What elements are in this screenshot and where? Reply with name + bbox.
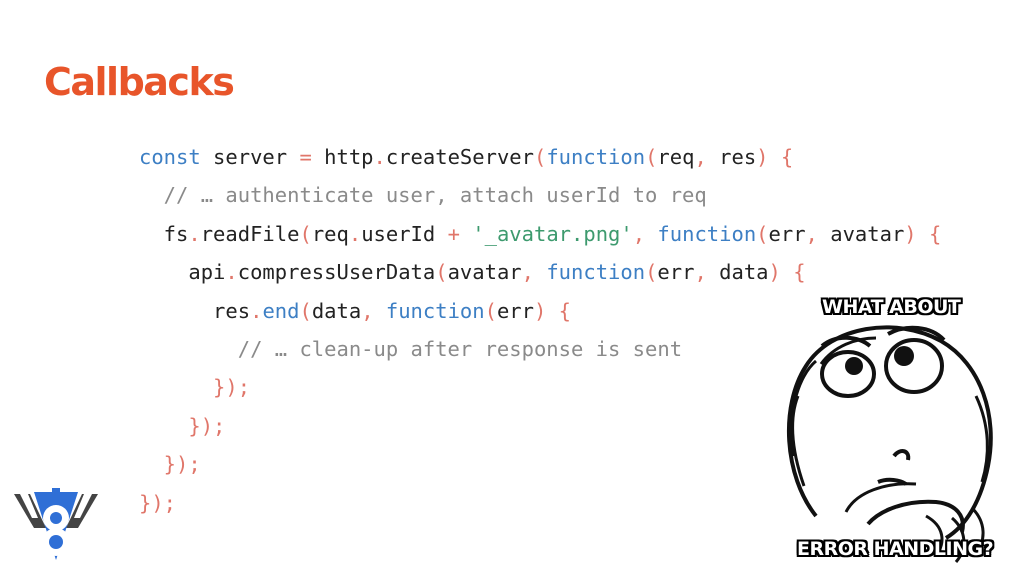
code-token [645,222,657,246]
code-token: , [632,221,646,246]
code-token: = [299,145,312,169]
code-token: . [225,260,238,285]
code-token: userId [361,221,448,246]
code-token: err [496,298,534,323]
code-token: ( [435,260,448,285]
code-token: ) [756,145,769,169]
code-token: , [805,221,818,246]
code-token: readFile [200,221,300,246]
code-token [374,299,386,323]
code-token: . [250,298,263,323]
code-token: res [139,298,251,323]
code-token: data [311,298,362,323]
meme-bottom-caption: ERROR HANDLING? [797,538,994,560]
code-block: const server = http.createServer(functio… [139,138,941,522]
code-token: }); [139,452,201,477]
code-token: err [657,260,695,285]
code-token: }); [139,413,226,438]
code-token: . [373,145,386,169]
code-token: function [657,221,757,246]
code-token: ( [645,260,658,285]
code-line: }); [139,407,941,445]
code-token: compressUserData [237,260,436,285]
code-token: avatar [817,221,905,246]
code-token: req [311,221,349,246]
code-token: function [546,260,646,285]
code-line: api.compressUserData(avatar, function(er… [139,253,941,291]
code-token: . [188,221,201,246]
code-line: fs.readFile(req.userId + '_avatar.png', … [139,215,942,253]
code-token: }); [139,375,251,400]
code-token: res [706,145,757,169]
code-token: ( [299,221,312,246]
meme-top-caption: WHAT ABOUT [822,296,961,318]
code-line: // … clean-up after response is sent [139,330,941,368]
code-token: // … authenticate user, attach userId to… [139,183,707,208]
code-token [534,260,546,284]
code-token: , [694,145,707,169]
code-token: { [780,260,806,285]
code-token: http [311,145,374,169]
code-token: , [521,260,534,285]
code-token: ) [904,221,917,246]
code-token: // … clean-up after response is sent [139,336,683,361]
thinking-face-meme-icon [786,325,993,563]
code-token: , [694,260,707,285]
code-token: ) [768,260,781,285]
code-line: }); [139,368,941,406]
code-token: data [706,260,769,285]
code-token: ( [533,145,547,169]
code-token: ( [299,298,312,323]
v8-logo-icon [14,488,98,560]
code-token: createServer [385,145,534,169]
code-token: { [916,221,942,246]
code-line: }); [139,484,941,522]
code-token: + [447,221,460,246]
code-token: function [546,145,646,169]
code-token: server [200,145,300,169]
code-token: , [361,298,374,323]
code-token: end [262,298,300,323]
code-token: req [657,145,695,169]
code-line: // … authenticate user, attach userId to… [139,176,941,214]
code-token: function [385,298,485,323]
code-token: fs [139,221,189,246]
code-token: err [768,221,806,246]
code-token [460,222,472,246]
code-line: }); [139,445,941,483]
code-token: { [546,298,572,323]
code-token: ( [484,298,497,323]
code-line: const server = http.createServer(functio… [139,138,941,176]
code-token: ) [534,298,547,323]
code-line: res.end(data, function(err) { [139,292,941,330]
code-token: { [768,145,794,169]
code-token: const [139,145,201,169]
slide-title: Callbacks [44,60,235,104]
code-token: . [348,221,362,246]
code-token: api [139,260,226,285]
code-token: avatar [447,260,522,285]
code-token: }); [139,490,177,515]
code-token: ( [756,221,769,246]
code-token: ( [645,145,658,169]
code-token: '_avatar.png' [472,221,633,246]
